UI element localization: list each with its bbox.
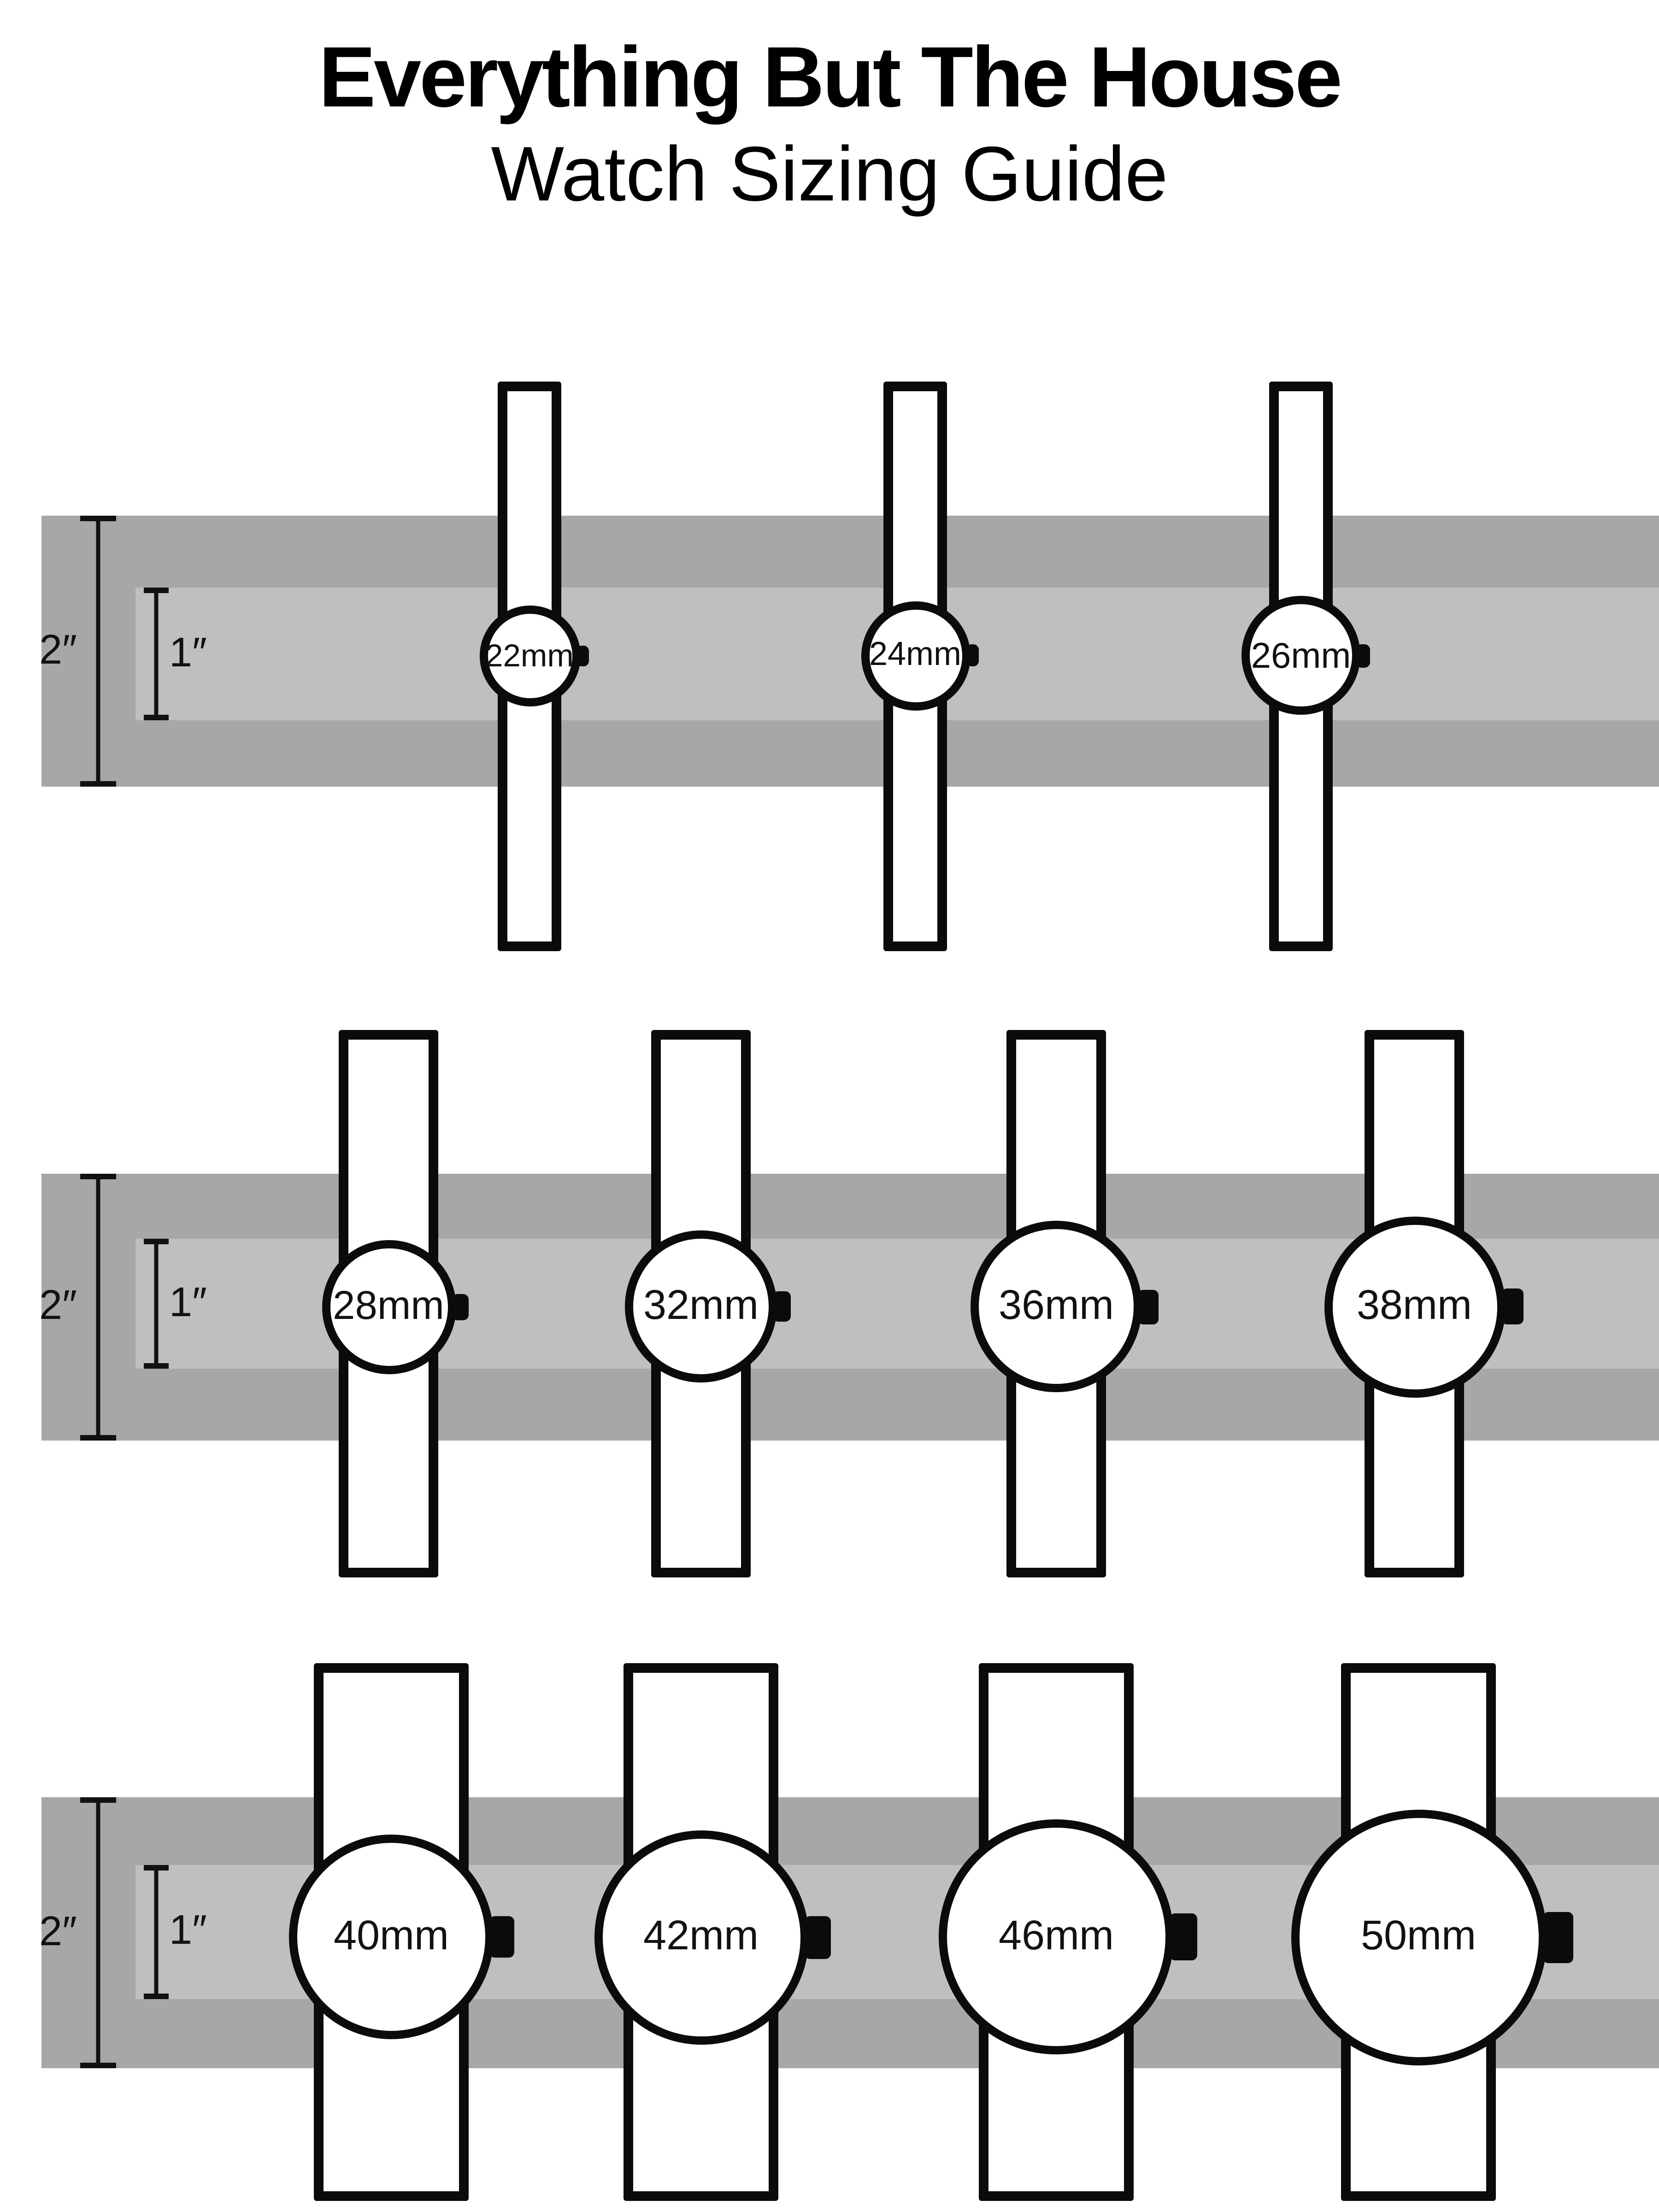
watch-face: 38mm bbox=[1324, 1216, 1505, 1397]
dimension-marker-2in bbox=[80, 1174, 116, 1441]
dimension-marker-1in bbox=[144, 588, 169, 720]
watch-crown bbox=[804, 1915, 830, 1959]
watch-crown bbox=[489, 1916, 514, 1958]
watch-size-label: 42mm bbox=[643, 1913, 759, 1959]
watch-size-label: 38mm bbox=[1356, 1283, 1472, 1329]
watch-face: 24mm bbox=[860, 600, 970, 710]
watch-face: 22mm bbox=[479, 605, 580, 706]
watch-face: 32mm bbox=[625, 1230, 777, 1382]
dimension-label-2in: 2″ bbox=[39, 1283, 77, 1329]
watch-face: 50mm bbox=[1290, 1809, 1547, 2065]
watch-size-label: 24mm bbox=[869, 636, 962, 673]
watch-size-label: 28mm bbox=[333, 1283, 444, 1328]
watch-face: 26mm bbox=[1241, 596, 1360, 715]
dimension-label-1in: 1″ bbox=[169, 630, 207, 676]
dimension-label-2in: 2″ bbox=[39, 1909, 77, 1955]
dimension-label-1in: 1″ bbox=[169, 1908, 207, 1953]
watch-size-label: 32mm bbox=[643, 1283, 759, 1329]
title-block: Everything But The House Watch Sizing Gu… bbox=[0, 33, 1659, 216]
watch-face: 46mm bbox=[939, 1819, 1174, 2054]
watch-size-label: 46mm bbox=[998, 1913, 1114, 1959]
watch-size-label: 50mm bbox=[1360, 1913, 1477, 1959]
watch-face: 36mm bbox=[971, 1221, 1142, 1392]
watch-crown bbox=[1170, 1913, 1197, 1960]
dimension-marker-1in bbox=[144, 1865, 169, 1999]
watch-face: 42mm bbox=[594, 1830, 808, 2044]
dimension-label-1in: 1″ bbox=[169, 1280, 207, 1326]
watch-size-label: 36mm bbox=[998, 1283, 1114, 1329]
page-subtitle: Watch Sizing Guide bbox=[491, 130, 1168, 218]
dimension-marker-1in bbox=[144, 1239, 169, 1369]
dimension-label-2in: 2″ bbox=[39, 628, 77, 673]
watch-face: 40mm bbox=[289, 1835, 494, 2039]
dimension-marker-2in bbox=[80, 1797, 116, 2068]
watch-face: 28mm bbox=[321, 1239, 456, 1374]
watch-size-label: 40mm bbox=[333, 1913, 449, 1959]
dimension-marker-2in bbox=[80, 516, 116, 787]
page-title: Everything But The House bbox=[318, 30, 1342, 126]
watch-size-label: 22mm bbox=[485, 636, 574, 673]
watch-crown bbox=[1542, 1911, 1573, 1963]
watch-size-label: 26mm bbox=[1251, 634, 1351, 676]
